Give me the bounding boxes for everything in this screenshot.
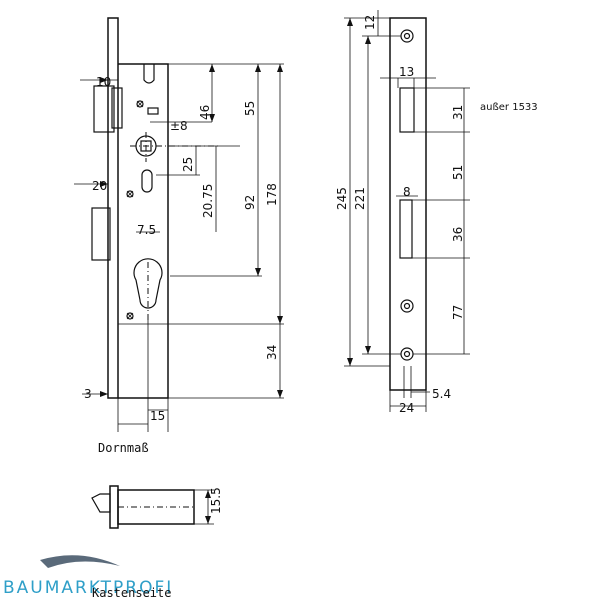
screw-bottom <box>126 312 134 320</box>
strip-hole-bottom <box>400 347 414 361</box>
cylinder-cutout <box>133 258 163 309</box>
dim-245: 245 <box>335 187 349 210</box>
top-notch <box>143 64 155 84</box>
dim-31: 31 <box>451 105 465 120</box>
dim-51: 51 <box>451 165 465 180</box>
strip-cutout-bolt <box>399 199 413 259</box>
dim-20-75: 20.75 <box>201 184 215 218</box>
dim-13: 13 <box>399 65 414 79</box>
dim-pm8: ±8 <box>170 119 188 133</box>
dim-92: 92 <box>243 195 257 210</box>
screw-top <box>136 100 144 108</box>
dim-3: 3 <box>84 387 92 401</box>
latch-bolt <box>93 85 115 133</box>
top-faceplate <box>109 485 119 529</box>
dim-34: 34 <box>265 345 279 360</box>
small-slot <box>147 107 159 115</box>
brand-swoosh <box>40 555 120 568</box>
dim-10: 10 <box>96 75 111 89</box>
dornmass-caption: Dornmaß <box>98 441 149 455</box>
note-ausser-1533: außer 1533 <box>480 102 538 113</box>
front-view <box>74 17 284 432</box>
dim-20: 20 <box>92 179 107 193</box>
dim-77: 77 <box>451 305 465 320</box>
dim-36: 36 <box>451 227 465 242</box>
top-latch <box>91 493 111 513</box>
dim-8-side: 8 <box>403 185 411 199</box>
strip-hole-top <box>400 29 414 43</box>
dim-12: 12 <box>363 15 377 30</box>
dim-55: 55 <box>243 101 257 116</box>
dim-5-4: 5.4 <box>432 387 451 401</box>
brand-tagline: Kastenseite <box>92 586 172 600</box>
dim-15-5: 15.5 <box>209 487 223 514</box>
top-view <box>91 485 214 529</box>
dim-7-5: 7.5 <box>137 223 156 237</box>
dim-15: 15 <box>150 409 165 423</box>
dim-221: 221 <box>353 187 367 210</box>
screw-middle <box>126 190 134 198</box>
dead-bolt <box>91 207 111 261</box>
dim-24: 24 <box>399 401 414 415</box>
top-case <box>117 489 195 525</box>
latch-head <box>111 87 123 129</box>
brand-logo-text: BAUMARKTPROFI <box>3 578 174 598</box>
oval-hole <box>141 169 153 193</box>
strip-outline <box>389 17 427 391</box>
side-view <box>344 10 470 412</box>
dim-25: 25 <box>181 157 195 172</box>
dim-178: 178 <box>265 183 279 206</box>
dim-46: 46 <box>198 105 212 120</box>
strip-hole-mid <box>400 299 414 313</box>
strip-cutout-latch <box>399 87 415 133</box>
